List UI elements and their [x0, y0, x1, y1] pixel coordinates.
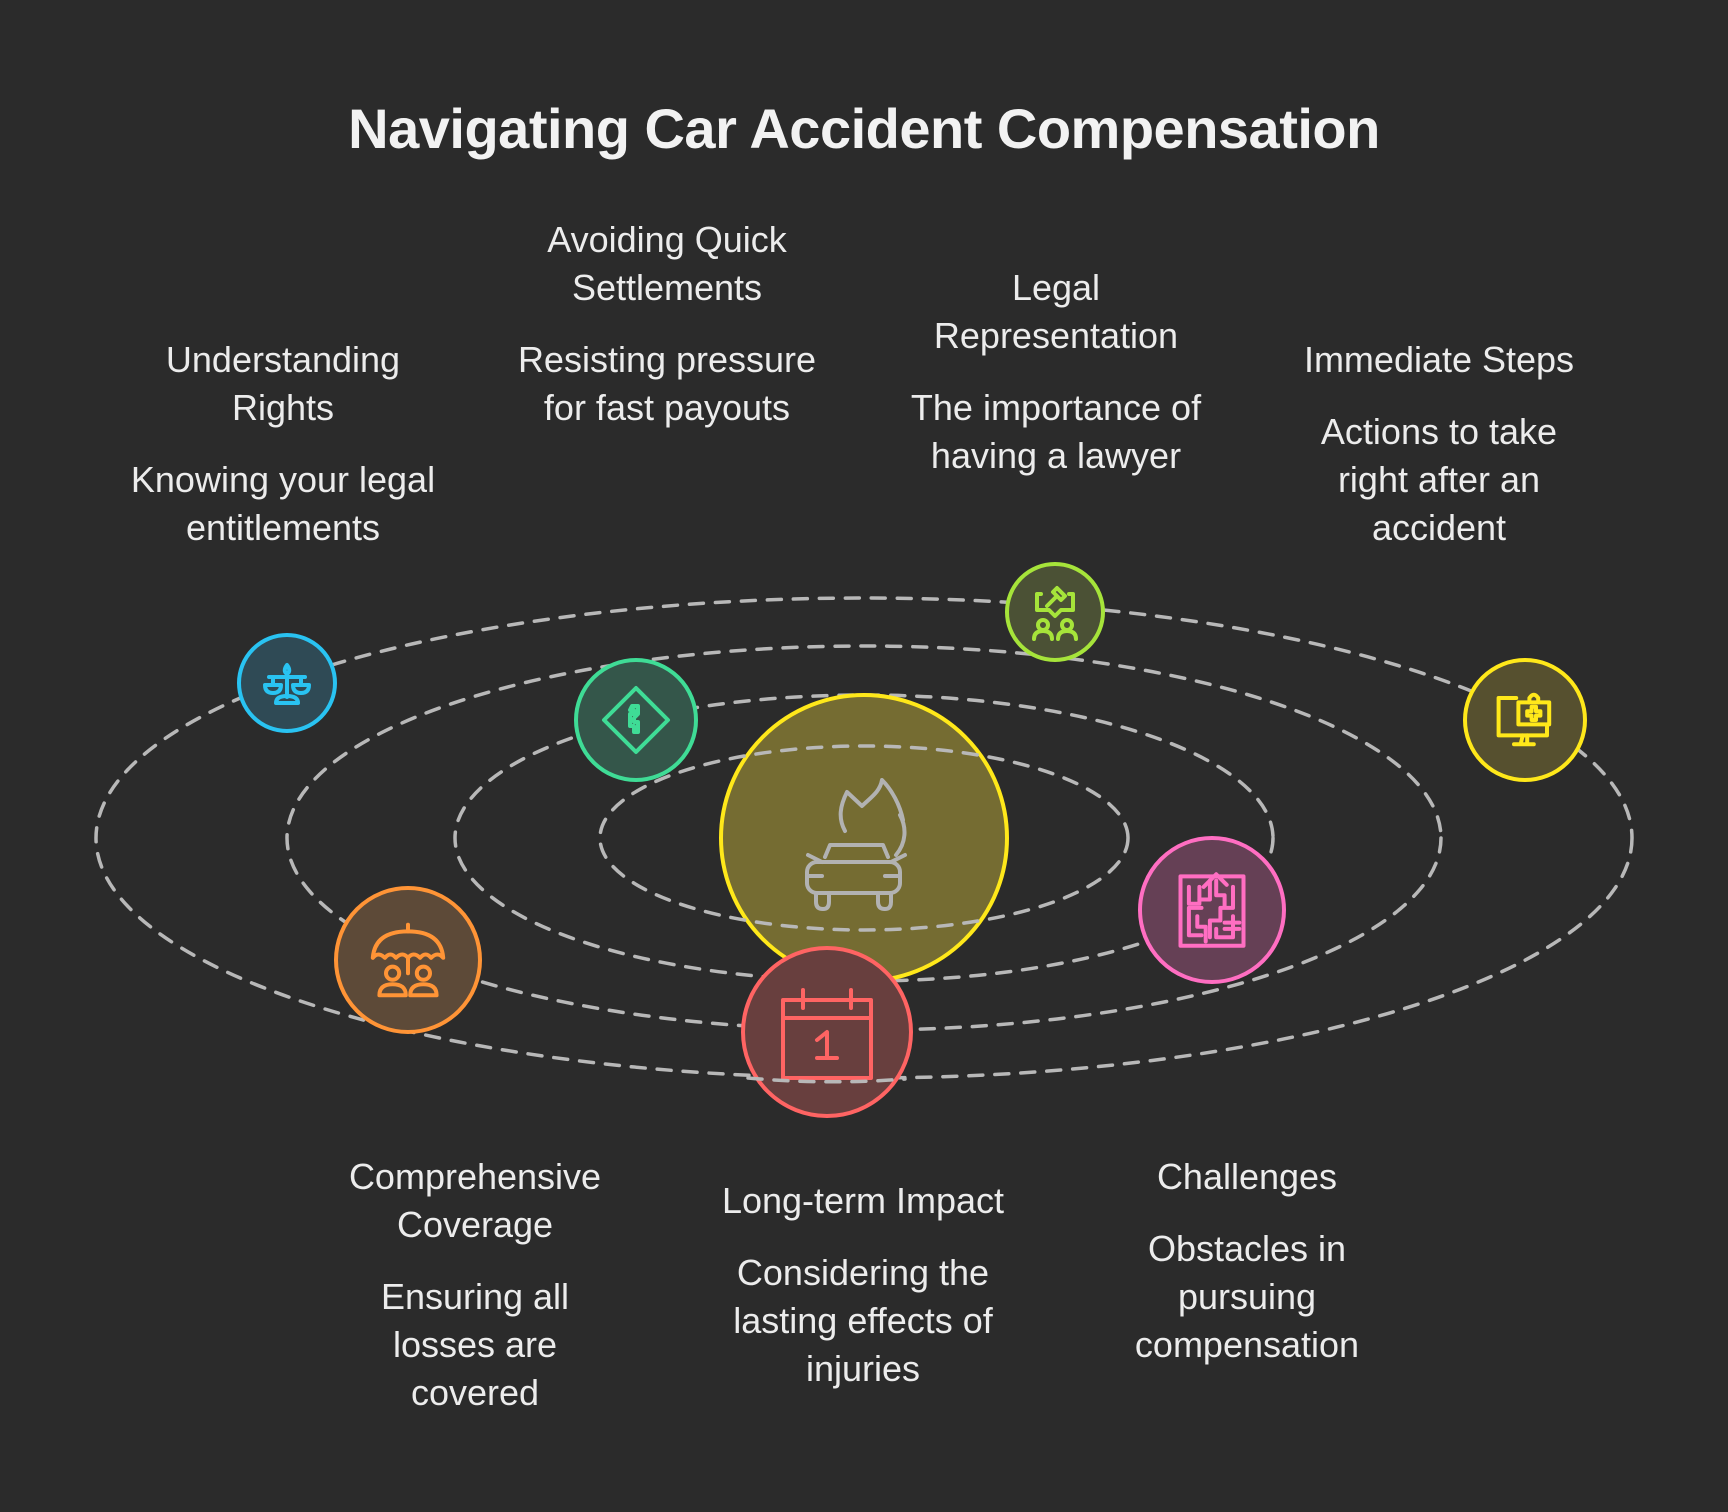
label-comprehensive-coverage: Comprehensive Coverage Ensuring all loss… [295, 1153, 655, 1417]
node-heading: Comprehensive Coverage [348, 1156, 602, 1245]
node-description: Considering the lasting effects of injur… [733, 1252, 993, 1389]
node-circle [1005, 562, 1105, 662]
icon-stroke [1496, 695, 1550, 738]
label-long-term-impact: Long-term Impact Considering the lasting… [683, 1177, 1043, 1393]
node-heading: Understanding Rights [165, 339, 401, 428]
center-node [719, 693, 1009, 983]
node-description: Ensuring all losses are covered [380, 1276, 570, 1413]
icon-stroke [414, 964, 432, 982]
node-description: Knowing your legal entitlements [130, 459, 436, 548]
orbit-third [285, 644, 1443, 1032]
node-challenges [1138, 836, 1286, 984]
swerve-road-sign-icon [602, 686, 670, 754]
icon-stroke [1511, 733, 1536, 747]
umbrella-people-icon [370, 922, 446, 998]
label-legal-representation: Legal Representation The importance of h… [876, 264, 1236, 480]
icon-stroke [1525, 704, 1543, 723]
icon-stroke [274, 694, 300, 705]
icon-stroke [1032, 629, 1054, 641]
node-circle [1463, 658, 1587, 782]
monitor-first-aid-icon [1496, 692, 1552, 747]
node-long-term-impact [741, 946, 913, 1118]
icon-stroke [1045, 586, 1067, 608]
center-circle [719, 693, 1009, 983]
node-comprehensive-coverage [334, 886, 482, 1034]
icon-stroke [815, 1030, 839, 1060]
node-description: Actions to take right after an accident [1320, 411, 1558, 548]
node-heading: Long-term Impact [721, 1180, 1005, 1221]
icon-stroke [1186, 884, 1236, 940]
node-heading: Immediate Steps [1303, 339, 1575, 380]
icon-stroke [1186, 884, 1202, 906]
node-heading: Challenges [1156, 1156, 1338, 1197]
node-immediate-steps [1463, 658, 1587, 782]
node-circle [1138, 836, 1286, 984]
icon-stroke [384, 964, 402, 982]
icon-stroke [370, 929, 446, 960]
node-avoiding-quick-settlements [574, 658, 698, 782]
gavel-consultation-icon [1032, 586, 1078, 641]
node-understanding-rights [237, 633, 337, 733]
node-legal-representation [1005, 562, 1105, 662]
label-avoiding-quick-settlements: Avoiding Quick Settlements Resisting pre… [487, 216, 847, 432]
label-understanding-rights: Understanding Rights Knowing your legal … [103, 336, 463, 552]
icon-stroke [377, 982, 408, 998]
icon-stroke [1056, 629, 1078, 641]
icon-stroke [781, 998, 873, 1080]
icon-stroke [1178, 874, 1246, 948]
orbit-overlay-segment [746, 1076, 907, 1084]
page-title: Navigating Car Accident Compensation [348, 97, 1380, 160]
icon-stroke [1195, 914, 1236, 944]
node-description: Resisting pressure for fast payouts [517, 339, 817, 428]
icon-stroke [1527, 692, 1541, 705]
label-immediate-steps: Immediate Steps Actions to take right af… [1259, 336, 1619, 552]
label-challenges: Challenges Obstacles in pursuing compens… [1067, 1153, 1427, 1369]
icon-stroke [602, 686, 670, 754]
icon-stroke [263, 683, 283, 695]
icon-stroke [628, 704, 640, 734]
icon-stroke [1201, 872, 1229, 889]
icon-stroke [1197, 878, 1227, 908]
icon-stroke [1035, 592, 1075, 618]
node-description: Obstacles in pursuing compensation [1134, 1228, 1360, 1365]
icon-stroke [1222, 920, 1242, 931]
maze-icon [1178, 872, 1246, 948]
orbit-inner [598, 744, 1130, 932]
node-description: The importance of having a lawyer [910, 387, 1202, 476]
icon-stroke [408, 982, 439, 998]
icon-stroke [291, 683, 311, 695]
scales-of-justice-icon [263, 663, 311, 705]
satellite-nodes [237, 562, 1587, 1118]
node-heading: Avoiding Quick Settlements [547, 219, 787, 308]
node-heading: Legal Representation [933, 267, 1179, 356]
car-on-fire-icon [805, 778, 907, 911]
calendar-day-one-icon [781, 988, 873, 1080]
